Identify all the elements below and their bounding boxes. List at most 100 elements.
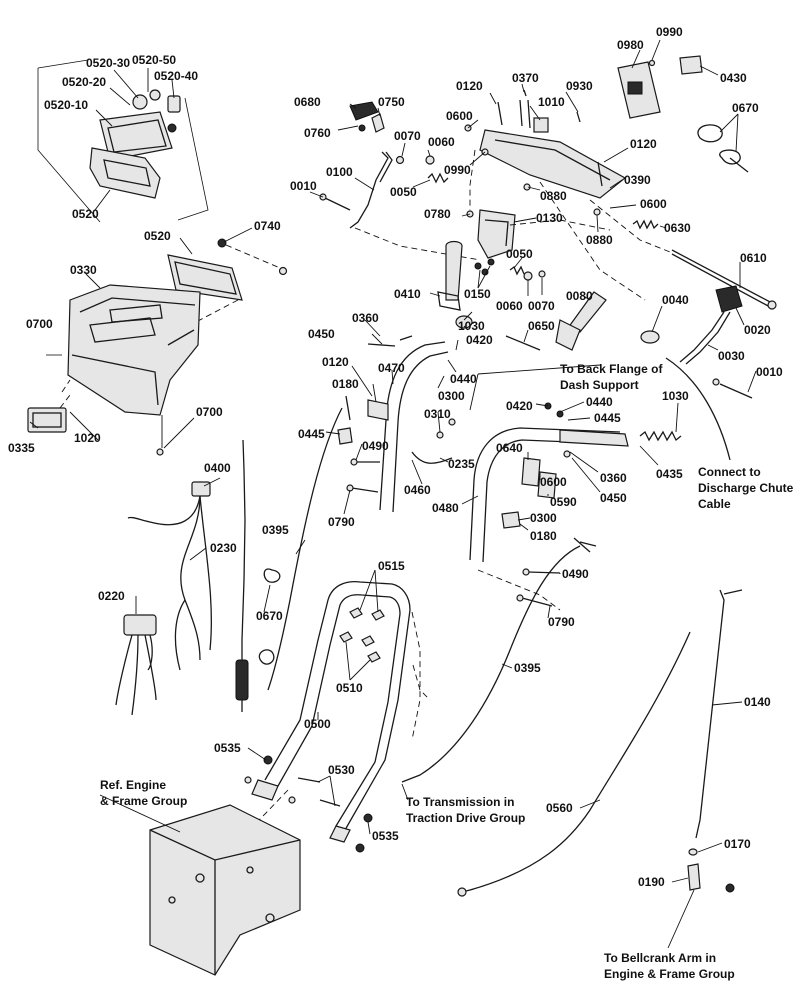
handle-left-0470 (258, 341, 456, 691)
part-label-0130: 0130 (536, 211, 563, 225)
part-label-0235: 0235 (448, 457, 475, 471)
part-label-0435: 0435 (656, 467, 683, 481)
part-label-0630: 0630 (664, 221, 691, 235)
part-label-0395: 0395 (514, 661, 541, 675)
part-label-0300: 0300 (530, 511, 557, 525)
part-label-0030: 0030 (718, 349, 745, 363)
part-label-1020: 1020 (74, 431, 101, 445)
part-label-0560: 0560 (546, 801, 573, 815)
part-label-0370: 0370 (512, 71, 539, 85)
note-back-flange-line1: To Back Flange of (560, 362, 663, 376)
rod-0140 (695, 589, 725, 839)
cable-0560 (461, 631, 691, 893)
part-label-0790: 0790 (548, 615, 575, 629)
part-label-0530: 0530 (328, 763, 355, 777)
part-label-0650: 0650 (528, 319, 555, 333)
part-label-0080: 0080 (566, 289, 593, 303)
callout-notes: To Back Flange of Dash Support Connect t… (100, 362, 794, 981)
part-label-0120: 0120 (456, 79, 483, 93)
part-label-0520-50: 0520-50 (132, 53, 176, 67)
part-label-0420: 0420 (506, 399, 533, 413)
control-panel-upper (319, 55, 777, 310)
part-label-0520-30: 0520-30 (86, 56, 130, 70)
lens-0335 (27, 407, 67, 433)
part-label-0500: 0500 (304, 717, 331, 731)
part-label-0360: 0360 (352, 311, 379, 325)
part-label-1010: 1010 (538, 95, 565, 109)
cable-0395-left (267, 407, 343, 691)
part-label-0480: 0480 (432, 501, 459, 515)
part-label-0610: 0610 (740, 251, 767, 265)
lever-0100 (349, 151, 389, 229)
light-lens (89, 147, 161, 199)
part-label-0060: 0060 (428, 135, 455, 149)
part-label-0600: 0600 (446, 109, 473, 123)
part-label-1030: 1030 (662, 389, 689, 403)
part-label-0670: 0670 (256, 609, 283, 623)
part-label-0460: 0460 (404, 483, 431, 497)
note-discharge-line1: Connect to (698, 465, 761, 479)
connector-0220 (123, 614, 157, 636)
handle-right-0480 (401, 402, 682, 783)
part-label-0520: 0520 (72, 207, 99, 221)
note-bellcrank-line2: Engine & Frame Group (604, 967, 735, 981)
part-label-0010: 0010 (756, 365, 783, 379)
part-label-0150: 0150 (464, 287, 491, 301)
part-label-0335: 0335 (8, 441, 35, 455)
part-label-0445: 0445 (594, 411, 621, 425)
note-discharge-line2: Discharge Chute (698, 481, 794, 495)
part-label-0535: 0535 (214, 741, 241, 755)
part-label-0430: 0430 (720, 71, 747, 85)
part-label-0300: 0300 (438, 389, 465, 403)
part-label-0140: 0140 (744, 695, 771, 709)
part-label-0600: 0600 (540, 475, 567, 489)
part-label-0880: 0880 (586, 233, 613, 247)
part-label-0990: 0990 (444, 163, 471, 177)
part-label-0120: 0120 (630, 137, 657, 151)
part-label-0590: 0590 (550, 495, 577, 509)
part-label-0020: 0020 (744, 323, 771, 337)
part-label-0420: 0420 (466, 333, 493, 347)
dash-panel-assembly (27, 238, 288, 456)
part-label-0600: 0600 (640, 197, 667, 211)
part-label-0390: 0390 (624, 173, 651, 187)
note-engine-ref-line1: Ref. Engine (100, 778, 166, 792)
part-label-0190: 0190 (638, 875, 665, 889)
grip-0480 (559, 429, 629, 447)
leader-lines (29, 39, 757, 883)
part-label-0360: 0360 (600, 471, 627, 485)
part-label-0490: 0490 (562, 567, 589, 581)
part-label-0750: 0750 (378, 95, 405, 109)
part-label-0440: 0440 (450, 372, 477, 386)
note-bellcrank-line1: To Bellcrank Arm in (604, 951, 716, 965)
part-label-0445: 0445 (298, 427, 325, 441)
part-label-0220: 0220 (98, 589, 125, 603)
part-label-0330: 0330 (70, 263, 97, 277)
part-label-0520-10: 0520-10 (44, 98, 88, 112)
dash-housing (67, 284, 201, 416)
part-label-0535: 0535 (372, 829, 399, 843)
part-label-0395: 0395 (262, 523, 289, 537)
part-label-0230: 0230 (210, 541, 237, 555)
part-label-0440: 0440 (586, 395, 613, 409)
part-label-0070: 0070 (394, 129, 421, 143)
part-label-0515: 0515 (378, 559, 405, 573)
note-transmission-line1: To Transmission in (406, 795, 514, 809)
bulb-part (132, 94, 148, 110)
headlight (167, 254, 243, 301)
part-label-0520-20: 0520-20 (62, 75, 106, 89)
note-discharge-line3: Cable (698, 497, 731, 511)
part-label-0310: 0310 (424, 407, 451, 421)
part-labels: 0520-30 0520-50 0520-20 0520-40 0520-10 … (8, 25, 783, 889)
note-engine-ref-line2: & Frame Group (100, 794, 187, 808)
part-label-0050: 0050 (390, 185, 417, 199)
part-label-0880: 0880 (540, 189, 567, 203)
part-label-0670: 0670 (732, 101, 759, 115)
part-label-0520-40: 0520-40 (154, 69, 198, 83)
handle-knob-0680 (349, 101, 379, 121)
part-label-0760: 0760 (304, 126, 331, 140)
part-label-0010: 0010 (290, 179, 317, 193)
part-label-0410: 0410 (394, 287, 421, 301)
